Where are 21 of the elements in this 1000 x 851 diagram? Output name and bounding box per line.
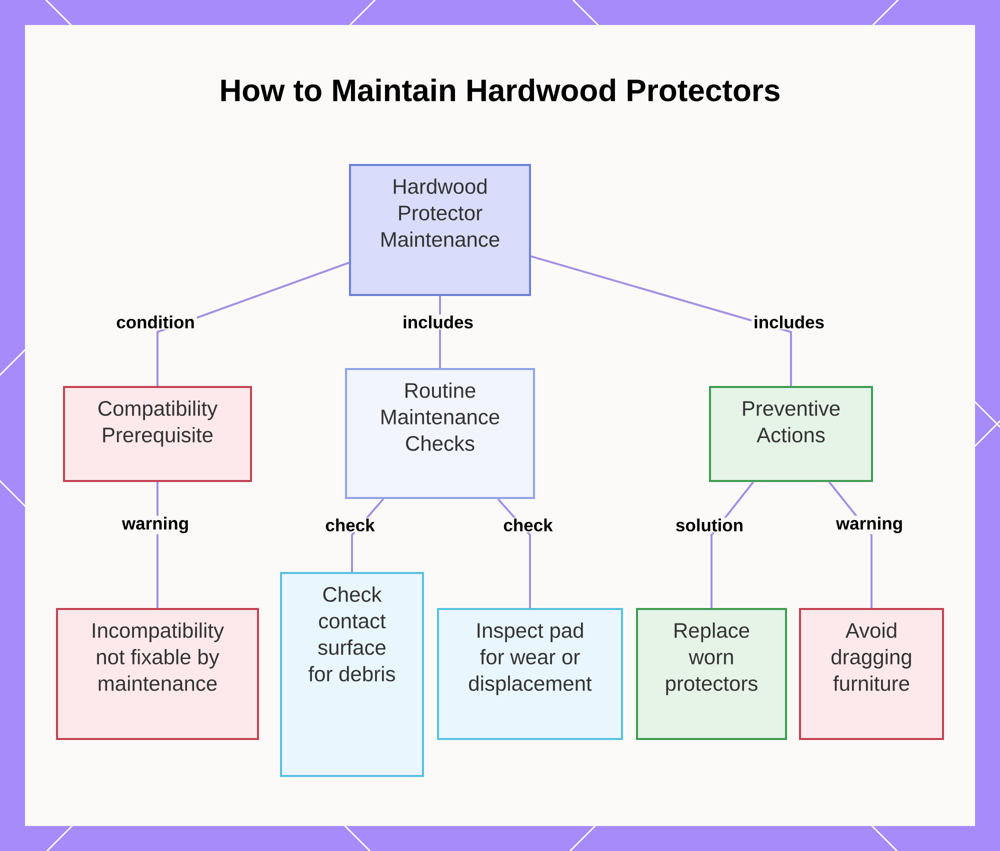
connector bbox=[530, 255, 792, 386]
edge-label: includes bbox=[400, 314, 476, 330]
edge-label: warning bbox=[834, 516, 906, 534]
topic-box: Hardwood Protector Maintenance bbox=[349, 164, 531, 296]
title: How to Maintain Hardwood Protectors bbox=[221, 78, 780, 102]
item-box: Inspect pad for wear or displacement bbox=[437, 608, 623, 740]
edge-label: includes bbox=[752, 314, 826, 330]
connector bbox=[156, 262, 350, 386]
edge-label: check bbox=[323, 518, 377, 532]
edge-label: warning bbox=[120, 516, 192, 534]
item-box: Avoid dragging furniture bbox=[799, 608, 944, 740]
category-box: Preventive Actions bbox=[709, 386, 874, 482]
item-box: Replace worn protectors bbox=[636, 608, 788, 740]
edge-label: condition bbox=[114, 314, 197, 330]
edge-label: solution bbox=[674, 518, 746, 532]
connector bbox=[156, 482, 158, 608]
item-box: Check contact surface for debris bbox=[280, 572, 424, 777]
item-box: Incompatibility not fixable by maintenance bbox=[56, 608, 259, 740]
edge-label: check bbox=[501, 518, 555, 532]
category-box: Compatibility Prerequisite bbox=[63, 386, 252, 482]
category-box: Routine Maintenance Checks bbox=[345, 368, 535, 499]
